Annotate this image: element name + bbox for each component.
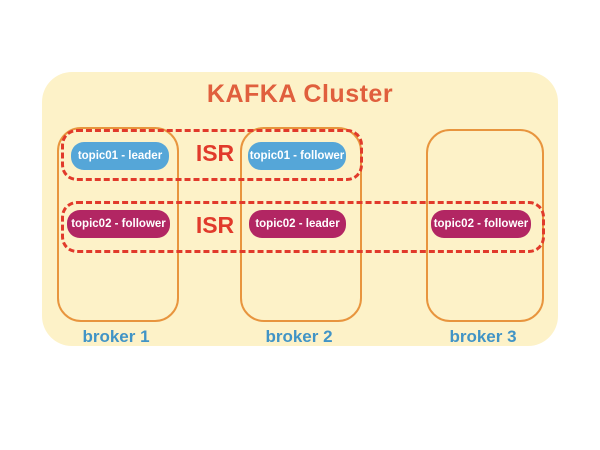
- broker-2-label: broker 2: [265, 327, 333, 346]
- replica-badge-topic02-follower-broker1: topic02 - follower: [67, 210, 170, 238]
- isr-label-topic02: ISR: [195, 212, 235, 238]
- isr-label-topic01: ISR: [195, 140, 235, 166]
- broker-3-label: broker 3: [449, 327, 517, 346]
- broker-1-box: [57, 127, 179, 322]
- cluster-title: KAFKA Cluster: [206, 80, 394, 108]
- isr-group-topic02-rect: [61, 201, 545, 253]
- broker-2-box: [240, 127, 362, 322]
- replica-badge-topic02-follower-broker3: topic02 - follower: [431, 210, 531, 238]
- broker-1-label: broker 1: [82, 327, 150, 346]
- replica-badge-topic01-follower: topic01 - follower: [248, 142, 346, 170]
- cluster-panel: [42, 72, 558, 346]
- isr-group-topic01-rect: [61, 129, 363, 181]
- replica-badge-topic02-leader: topic02 - leader: [249, 210, 346, 238]
- replica-badge-topic01-leader: topic01 - leader: [71, 142, 169, 170]
